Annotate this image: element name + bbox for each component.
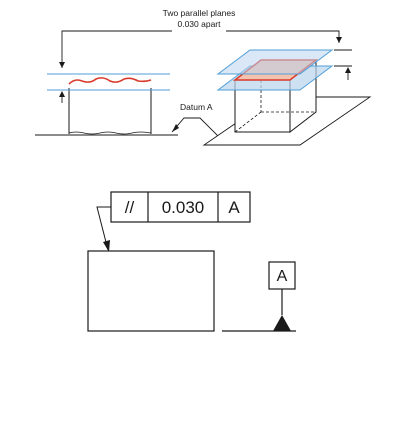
tolerance-plane-upper bbox=[216, 49, 334, 75]
feature-control-frame: // 0.030 A bbox=[110, 191, 251, 223]
part-outline bbox=[87, 250, 215, 332]
left-block-bottom bbox=[68, 131, 152, 135]
fcf-leader bbox=[96, 206, 111, 251]
datum-box bbox=[268, 261, 296, 290]
fcf-leader-arrow bbox=[103, 240, 110, 252]
datum-box-letter: A bbox=[277, 268, 288, 285]
datum-a-leader-arrow bbox=[172, 124, 179, 132]
left-view bbox=[35, 73, 178, 136]
datum-triangle bbox=[273, 315, 291, 331]
callout-leader-right bbox=[226, 30, 342, 43]
zone-dim-lower-arrow bbox=[59, 91, 65, 97]
callout-line-1: Two parallel planes bbox=[163, 8, 236, 18]
left-actual-surface bbox=[68, 77, 152, 85]
datum-a-leader bbox=[171, 117, 223, 141]
zone-dim-right-arrow bbox=[345, 67, 351, 73]
fcf-tolerance: 0.030 bbox=[162, 198, 205, 217]
callout-leader-left bbox=[59, 30, 172, 68]
fcf-symbol: // bbox=[125, 198, 135, 217]
right-view bbox=[202, 49, 372, 146]
datum-a-label: Datum A bbox=[180, 102, 213, 112]
fcf-outline bbox=[110, 191, 251, 223]
callout-line-2: 0.030 apart bbox=[177, 19, 221, 29]
zone-dim-right bbox=[334, 49, 352, 80]
fcf-datum: A bbox=[228, 198, 240, 217]
